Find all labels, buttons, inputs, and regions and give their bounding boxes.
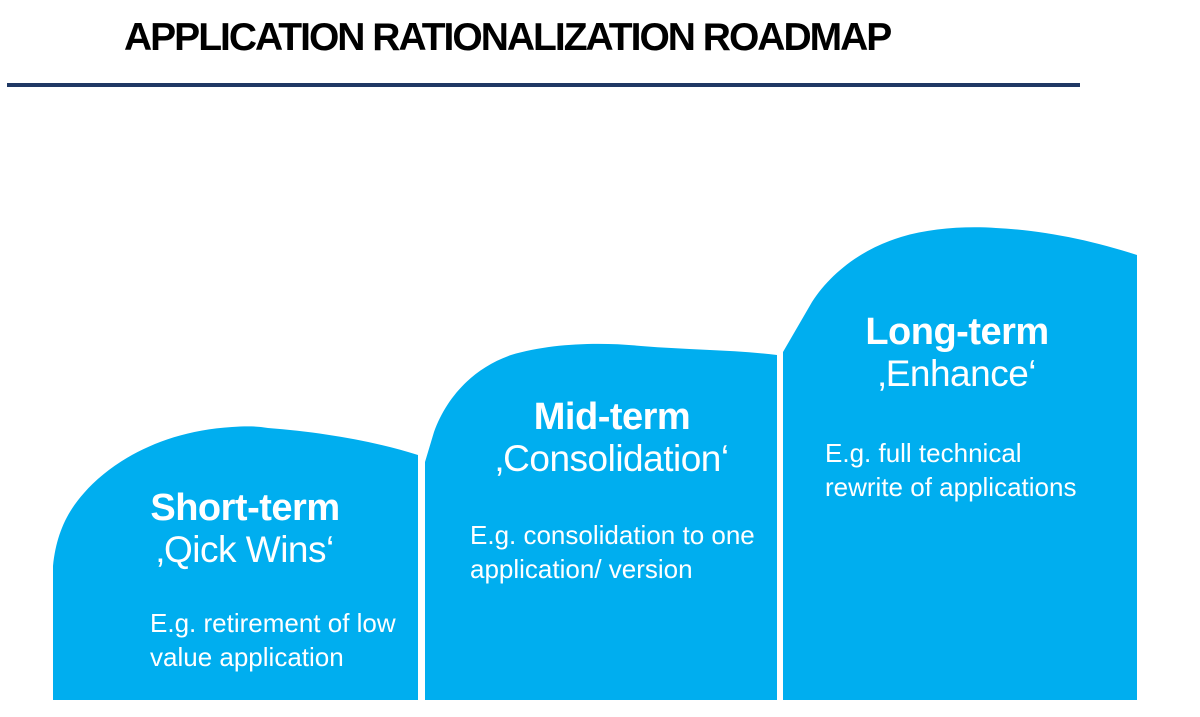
stage-short-term-description-line-1: E.g. retirement of low (150, 608, 396, 638)
stage-short-term-heading: Short-term (150, 487, 340, 529)
stage-mid-term-description-line-2: application/ version (470, 554, 693, 584)
stage-mid-term-description: E.g. consolidation to one application/ v… (470, 518, 755, 586)
title-underline (7, 83, 1080, 87)
page-title: APPLICATION RATIONALIZATION ROADMAP (124, 16, 892, 59)
stage-long-term-description-line-2: rewrite of applications (825, 472, 1077, 502)
stage-long-term-description-line-1: E.g. full technical (825, 438, 1022, 468)
stage-long-term-heading-block: Long-term ‚Enhance‘ (782, 311, 1132, 395)
stage-long-term-heading: Long-term (865, 311, 1049, 353)
stage-short-term-heading-block: Short-term ‚Qick Wins‘ (70, 487, 420, 571)
stage-mid-term-heading: Mid-term (533, 396, 691, 438)
stage-long-term-description: E.g. full technical rewrite of applicati… (825, 436, 1076, 504)
stage-short-term-description: E.g. retirement of low value application (150, 606, 396, 674)
hill-short-term-shape (53, 426, 418, 700)
hill-long-term-shape (783, 227, 1137, 700)
stage-mid-term-description-line-1: E.g. consolidation to one (470, 520, 755, 550)
stage-short-term-subheading: ‚Qick Wins‘ (156, 529, 334, 570)
hill-mid-term-shape (425, 343, 777, 700)
stage-mid-term-subheading: ‚Consolidation‘ (495, 438, 729, 479)
stage-long-term-subheading: ‚Enhance‘ (877, 353, 1037, 394)
stage-mid-term-heading-block: Mid-term ‚Consolidation‘ (437, 396, 787, 480)
stage-short-term-description-line-2: value application (150, 642, 344, 672)
